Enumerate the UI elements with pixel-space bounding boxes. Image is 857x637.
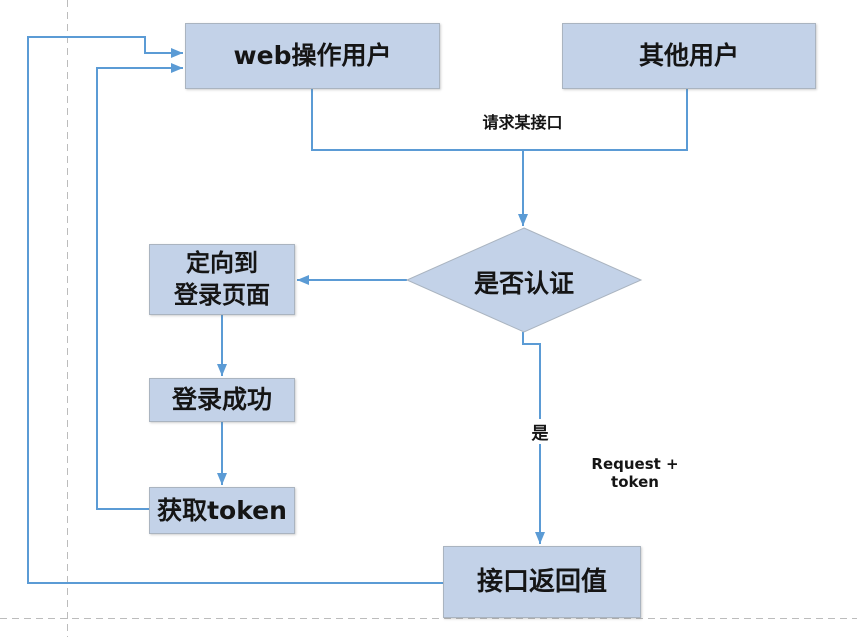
node-other-user[interactable]: 其他用户 — [562, 23, 816, 89]
node-redirect-login[interactable]: 定向到 登录页面 — [149, 244, 295, 315]
decision-diamond[interactable] — [405, 227, 643, 333]
node-get-token-label: 获取token — [157, 495, 287, 525]
node-get-token[interactable]: 获取token — [149, 487, 295, 534]
node-redirect-login-line1: 定向到 — [186, 249, 258, 278]
node-login-success-label: 登录成功 — [171, 385, 272, 415]
edge-label-request-token: Request + token — [591, 455, 679, 491]
edge-label-yes: 是 — [527, 419, 553, 444]
edge-decision-to-apireturn — [522, 332, 545, 544]
node-redirect-login-line2: 登录页面 — [174, 280, 270, 309]
node-api-return-label: 接口返回值 — [476, 566, 607, 597]
node-web-user-label: web操作用户 — [233, 41, 392, 71]
node-web-user[interactable]: web操作用户 — [185, 23, 440, 89]
node-other-user-label: 其他用户 — [638, 41, 739, 71]
edge-apireturn-to-webuser — [27, 36, 443, 584]
edge-label-request-api: 请求某接口 — [482, 113, 563, 132]
node-api-return[interactable]: 接口返回值 — [443, 546, 641, 618]
edge-gettoken-to-webuser — [96, 63, 183, 510]
edge-users-merge — [311, 89, 688, 151]
decision-label: 是否认证 — [473, 269, 574, 298]
node-login-success[interactable]: 登录成功 — [149, 378, 295, 422]
